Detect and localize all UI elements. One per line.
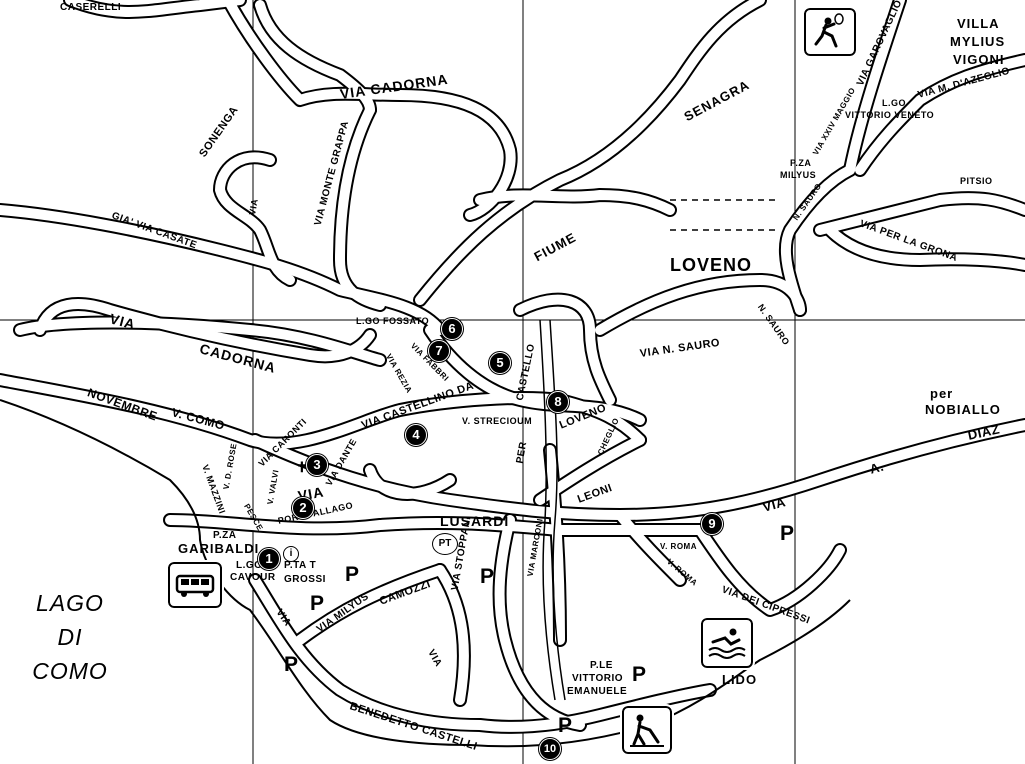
parking-4[interactable]: P	[480, 565, 495, 588]
tennis-icon[interactable]	[802, 6, 858, 58]
street-pitsio: PITSIO	[960, 176, 993, 186]
post-office-icon[interactable]: PT	[432, 533, 458, 555]
parking-7[interactable]: P	[780, 522, 795, 545]
street-lusardi: LUSARDI	[440, 513, 510, 529]
place-cavour-1: L.GO	[236, 560, 263, 571]
lake-label-1: LAGO	[36, 590, 104, 616]
marker-8[interactable]: 8	[547, 391, 569, 413]
place-vitt-em-1: P.LE	[590, 660, 613, 671]
parking-2[interactable]: P	[310, 592, 325, 615]
parking-5[interactable]: P	[632, 663, 647, 686]
place-lido: LIDO	[722, 672, 758, 687]
marker-9[interactable]: 9	[701, 513, 723, 535]
parking-1[interactable]: P	[345, 563, 360, 586]
marker-3[interactable]: 3	[306, 454, 328, 476]
marker-5[interactable]: 5	[489, 352, 511, 374]
place-villa-3: VIGONI	[953, 52, 1005, 67]
place-loveno: LOVENO	[670, 255, 753, 275]
place-vitt-em-3: EMANUELE	[567, 686, 628, 697]
place-garibaldi-2: GARIBALDI	[178, 541, 260, 556]
marker-2[interactable]: 2	[292, 497, 314, 519]
place-villa-2: MYLIUS	[950, 34, 1006, 49]
golf-icon[interactable]	[620, 704, 674, 756]
street-v-roma-1: V. ROMA	[660, 542, 697, 551]
place-cavour-2: CAVOUR	[230, 572, 276, 583]
street-strecioum: V. STRECIOUM	[462, 416, 533, 426]
place-vitt-em-2: VITTORIO	[572, 673, 624, 684]
place-milyus-2: MILYUS	[780, 170, 817, 180]
river-senagra	[539, 199, 780, 701]
info-icon[interactable]: i	[283, 546, 299, 562]
marker-4[interactable]: 4	[405, 424, 427, 446]
marker-7[interactable]: 7	[428, 340, 450, 362]
marker-6[interactable]: 6	[441, 318, 463, 340]
lake-label: LAGO DI COMO	[30, 586, 110, 688]
place-garibaldi-1: P.ZA	[213, 530, 237, 541]
place-grossi-1: P.TA T	[284, 560, 317, 571]
place-per: per	[930, 386, 954, 401]
swimming-icon[interactable]	[699, 616, 755, 670]
lake-label-3: COMO	[32, 658, 108, 684]
parking-6[interactable]: P	[558, 714, 573, 737]
place-lgo-vv-2: VITTORIO VENETO	[845, 110, 935, 120]
place-lgo-vv-1: L.GO	[882, 98, 906, 108]
place-nobiallo: NOBIALLO	[925, 402, 1001, 417]
lake-label-2: DI	[57, 624, 83, 650]
bus-icon[interactable]	[166, 560, 224, 610]
place-villa-1: VILLA	[957, 16, 1000, 31]
church-icon: ✝	[296, 459, 308, 475]
place-fossato: L.GO FOSSATO	[356, 316, 430, 326]
place-milyus-1: P.ZA	[790, 158, 812, 168]
street-caserelli: CASERELLI	[60, 2, 122, 13]
marker-1[interactable]: 1	[258, 548, 280, 570]
place-grossi-2: GROSSI	[284, 574, 326, 585]
parking-3[interactable]: P	[284, 653, 299, 676]
marker-10[interactable]: 10	[539, 738, 561, 760]
lakeshore	[0, 399, 851, 748]
